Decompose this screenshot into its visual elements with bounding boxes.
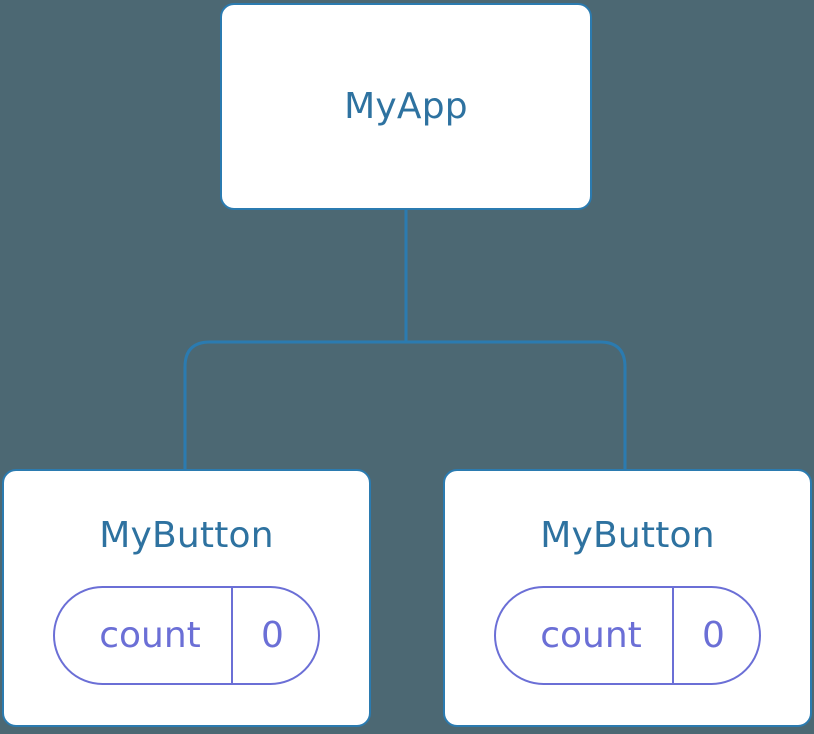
state-key: count	[540, 614, 642, 656]
tree-node-child[interactable]: MyButton count 0	[443, 469, 812, 727]
state-pill[interactable]: count 0	[53, 586, 320, 685]
state-value: 0	[702, 614, 725, 656]
state-value: 0	[261, 614, 284, 656]
state-key: count	[99, 614, 201, 656]
node-title: MyButton	[99, 515, 274, 556]
pill-divider	[672, 588, 674, 683]
state-pill[interactable]: count 0	[494, 586, 761, 685]
node-title: MyApp	[344, 85, 468, 127]
pill-divider	[231, 588, 233, 683]
tree-node-root[interactable]: MyApp	[220, 3, 592, 210]
node-title: MyButton	[540, 515, 715, 556]
branch-bar-connector	[183, 340, 627, 469]
tree-node-child[interactable]: MyButton count 0	[2, 469, 371, 727]
